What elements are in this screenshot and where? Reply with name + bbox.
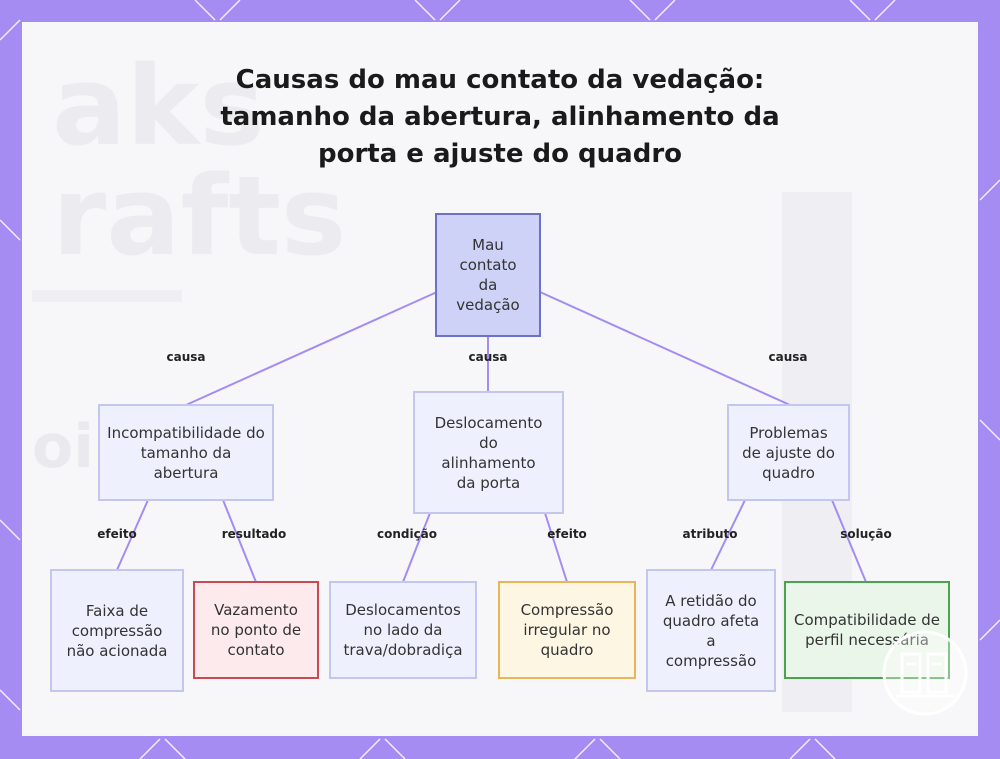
node-latch-hinge: Deslocamentos no lado da trava/dobradiça [329, 581, 477, 679]
node-frame-straightness: A retidão do quadro afeta a compressão [646, 569, 776, 692]
node-cause-frame: Problemas de ajuste do quadro [727, 404, 850, 501]
book-logo-icon [882, 630, 968, 716]
edge-alignment-latch [403, 513, 430, 582]
edge-frame-profile [832, 500, 866, 582]
edge-root-opening [186, 292, 437, 405]
node-contact-leak: Vazamento no ponto de contato [193, 581, 319, 679]
node-uneven-compression: Compressão irregular no quadro [498, 581, 636, 679]
node-cause-opening: Incompatibilidade do tamanho da abertura [98, 404, 274, 501]
edge-label-root-alignment: causa [469, 350, 508, 364]
edge-root-frame [540, 292, 790, 405]
edge-label-opening-band: efeito [97, 527, 137, 541]
edge-opening-leak [223, 500, 256, 582]
edge-label-root-opening: causa [167, 350, 206, 364]
edge-label-root-frame: causa [769, 350, 808, 364]
edge-label-frame-profile: solução [840, 527, 892, 541]
node-root: Mau contato da vedação [435, 213, 541, 337]
edge-label-frame-straight: atributo [683, 527, 738, 541]
edge-label-alignment-latch: condição [377, 527, 437, 541]
edge-alignment-uneven [545, 513, 567, 582]
node-compression-band: Faixa de compressão não acionada [50, 569, 184, 692]
edge-label-opening-leak: resultado [222, 527, 287, 541]
node-cause-alignment: Deslocamento do alinhamento da porta [413, 391, 564, 514]
edge-label-alignment-uneven: efeito [547, 527, 587, 541]
